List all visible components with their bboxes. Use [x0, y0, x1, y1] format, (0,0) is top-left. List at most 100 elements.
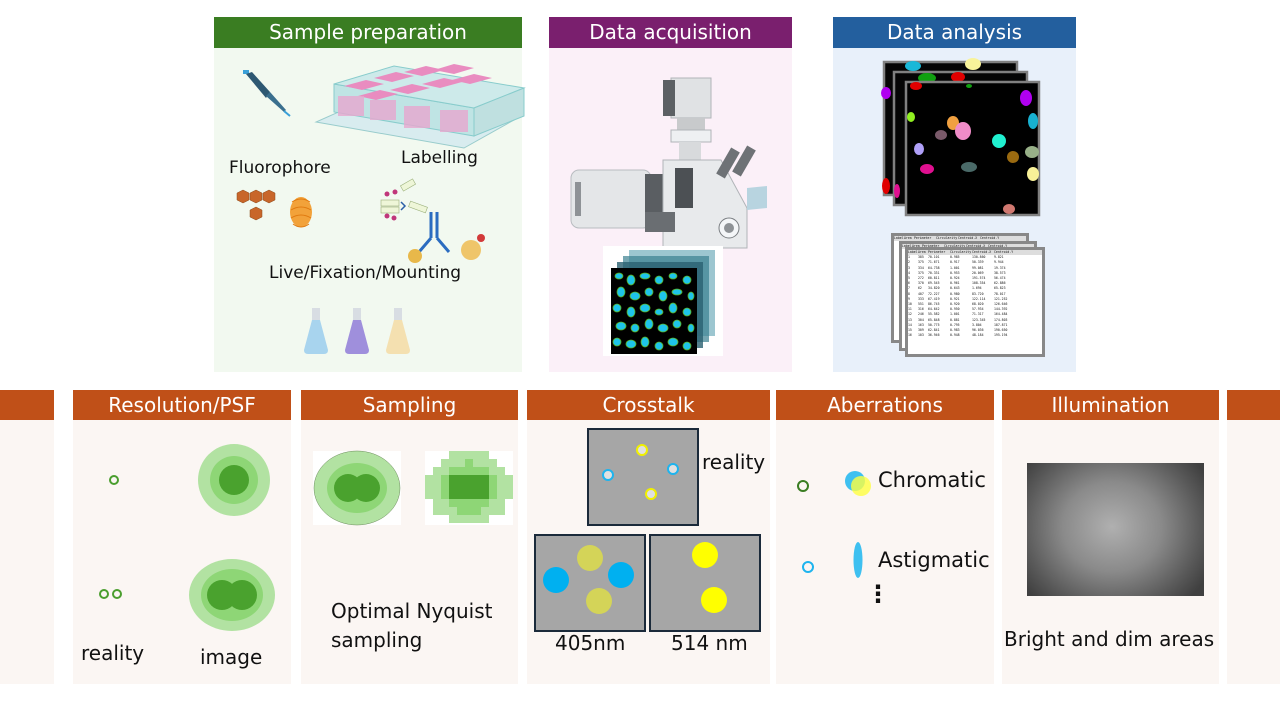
antibody-icon [380, 178, 485, 263]
illumination-caption: Bright and dim areas [1004, 627, 1215, 651]
table-cell: 9.944 [994, 260, 1004, 265]
psf-pixel [441, 507, 449, 515]
column-header: Centroid.X [972, 250, 992, 254]
psf-pixel [433, 507, 441, 515]
psf-pixel [497, 475, 505, 483]
psf-pixel [473, 467, 481, 475]
psf-pixel [449, 483, 457, 491]
psf-pixel [473, 475, 481, 483]
table-cell: 0.950 [950, 307, 960, 312]
flask-icon [304, 308, 410, 354]
table-cell: 96.036 [972, 328, 984, 333]
table-cell: 62.886 [994, 281, 1006, 286]
psf-pixel [465, 451, 473, 459]
hexagon-molecule-icon [236, 189, 276, 221]
channel-514-label: 514 nm [671, 631, 748, 655]
psf-pixel [489, 499, 497, 507]
psf-pixel [425, 483, 433, 491]
table-cell: 50.775 [928, 322, 940, 327]
psf-pixel [433, 475, 441, 483]
psf-pixel [433, 467, 441, 475]
green-point-icon [797, 480, 809, 492]
table-cell: 123.345 [972, 317, 986, 322]
column-header: Area [918, 250, 926, 254]
psf-pixel [481, 483, 489, 491]
psf-pixel [473, 507, 481, 515]
psf-pixel [489, 491, 497, 499]
table-cell: 50.339 [972, 260, 984, 265]
crosstalk-panel: Crosstalk reality 405nm [527, 390, 770, 684]
psf-pixel [465, 507, 473, 515]
illumination-header: Illumination [1002, 390, 1219, 420]
table-cell: 99.081 [972, 265, 984, 270]
table-cell: 375 [918, 260, 924, 265]
table-cell: 0.980 [950, 291, 960, 296]
blue-point-icon [802, 561, 814, 573]
channel-514-spots [692, 542, 727, 613]
psf-pixel [481, 459, 489, 467]
psf-pixel [457, 515, 465, 523]
pipette-icon [243, 70, 291, 117]
sampling-panel: Sampling Optimal Nyquist sampling [301, 390, 518, 684]
table-cell: 16 [908, 333, 912, 338]
image-stack-icon [603, 246, 723, 356]
resolution-header: Resolution/PSF [73, 390, 291, 420]
table-cell: 121.252 [994, 296, 1008, 301]
table-cell: 14 [908, 322, 912, 327]
data-acquisition-panel: Data acquisition [549, 17, 792, 372]
psf-pixel [473, 515, 481, 523]
psf-pixel [433, 483, 441, 491]
psf-pixel [497, 483, 505, 491]
labelling-label: Labelling [401, 148, 478, 168]
data-analysis-panel: Data analysis [833, 17, 1076, 372]
reality-label: reality [81, 641, 145, 665]
table-cell: 36.946 [928, 333, 940, 338]
table-cell: 0.643 [950, 286, 960, 291]
sampling-header: Sampling [301, 390, 518, 420]
table-cell: 55.582 [928, 312, 940, 317]
psf-pixel [473, 483, 481, 491]
table-cell: 70.331 [928, 270, 940, 275]
table-cell: 144.392 [994, 307, 1008, 312]
table-cell: 407 [918, 291, 924, 296]
psf-pixel [481, 515, 489, 523]
table-cell: 78.017 [994, 291, 1006, 296]
partial-panel-right [1227, 390, 1280, 684]
table-cell: 64.642 [928, 307, 940, 312]
psf-pixel [481, 507, 489, 515]
psf-pixel [425, 475, 433, 483]
table-cell: 48.184 [972, 333, 984, 338]
psf-pixel [425, 491, 433, 499]
table-cell: 10 [908, 302, 912, 307]
table-cell: 551 [918, 302, 924, 307]
illumination-vignette-image [1027, 463, 1204, 596]
table-cell: 0.920 [950, 302, 960, 307]
illumination-panel: Illumination Bright and dim areas [1002, 390, 1219, 684]
psf-pixel [497, 467, 505, 475]
table-cell: 5 [908, 276, 910, 281]
psf-pixel [441, 483, 449, 491]
fluorophore-label: Fluorophore [229, 158, 331, 178]
table-cell: 0.983 [950, 328, 960, 333]
psf-pixel [473, 459, 481, 467]
psf-pixel [449, 467, 457, 475]
psf-pixel [489, 459, 497, 467]
table-cell: 19.374 [994, 265, 1006, 270]
column-header: Centroid.Y [994, 250, 1014, 254]
table-cell: 4 [908, 270, 910, 275]
table-cell: 86.745 [928, 302, 940, 307]
resolution-panel: Resolution/PSF reality image [73, 390, 291, 684]
sample-preparation-body: Fluorophore Labelling [214, 48, 526, 372]
table-cell: 0.953 [950, 270, 960, 275]
psf-pixel [449, 451, 457, 459]
psf-pixel [505, 483, 513, 491]
